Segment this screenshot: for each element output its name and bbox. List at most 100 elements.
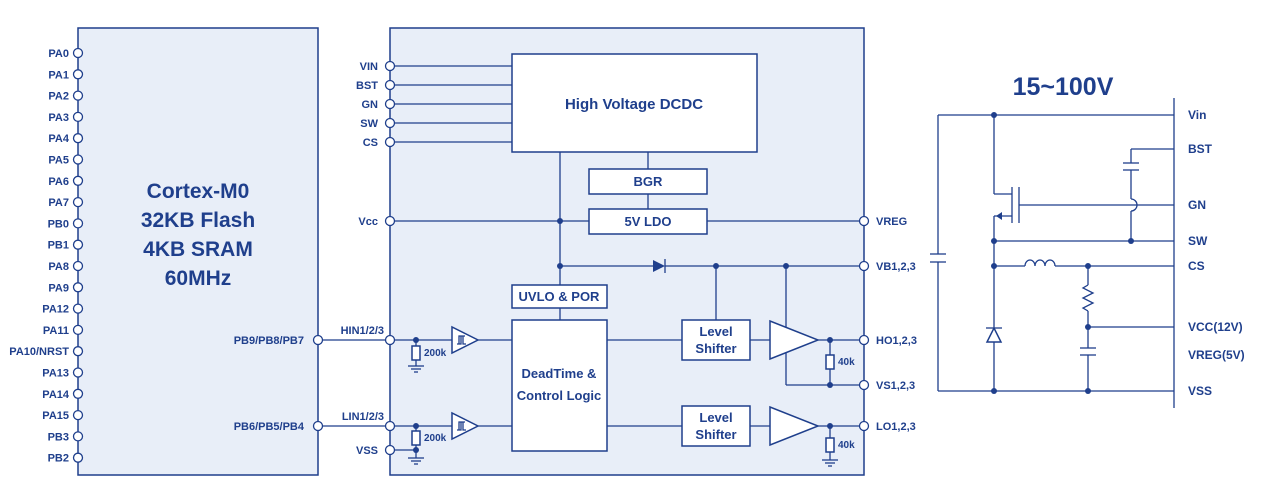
mcu-pin	[72, 239, 84, 250]
supply-label-vreg: VREG(5V)	[1188, 348, 1245, 362]
mcu-pin-label: PA1	[48, 69, 69, 81]
ldo-block	[588, 208, 708, 235]
mcu-pin-label: PA9	[48, 282, 69, 294]
bgr-label: BGR	[634, 174, 664, 189]
mcu-pin-label: PA14	[42, 389, 70, 401]
mcu-pin	[72, 218, 84, 229]
resistor-40k-high	[825, 354, 835, 370]
pin-cs-label: CS	[363, 137, 378, 149]
mcu-pin-label: PA4	[48, 133, 69, 145]
supply-label-bst: BST	[1188, 142, 1213, 156]
mcu-pin	[72, 175, 84, 186]
mcu-pin-label: PB3	[48, 431, 69, 443]
mcu-pin-label: PB0	[48, 218, 69, 230]
uvlo-label: UVLO & POR	[519, 289, 601, 304]
mcu-pin	[72, 303, 84, 314]
supply-label-vin: Vin	[1188, 108, 1206, 122]
mcu-pin-label: PA8	[48, 261, 69, 273]
pin-bst-label: BST	[356, 80, 378, 92]
mcu-pin-hin: PB9/PB8/PB7	[234, 335, 304, 347]
mcu-pin-label: PA0	[48, 48, 69, 60]
mcu-pin-label: PA3	[48, 112, 69, 124]
mcu-pin	[72, 69, 84, 80]
res-40k-low-label: 40k	[838, 440, 855, 451]
mcu-pin	[72, 367, 84, 378]
ldo-label: 5V LDO	[625, 214, 672, 229]
resistor-200k-hin	[411, 345, 421, 361]
dcdc-block	[511, 53, 758, 153]
resistor-200k-lin	[411, 430, 421, 446]
mcu-lin-pin	[312, 420, 324, 432]
mcu-pin-label: PA10/NRST	[9, 346, 69, 358]
mcu-pin-label: PA13	[42, 368, 69, 380]
schmitt-buffer-lin	[451, 411, 480, 441]
deadtime-block	[511, 319, 608, 452]
mcu-pin-label: PA15	[42, 410, 69, 422]
mcu-line-1: Cortex-M0	[147, 180, 250, 203]
pin-hin-label: HIN1/2/3	[341, 325, 384, 337]
mcu-pin	[72, 431, 84, 442]
supply-label-gn: GN	[1188, 198, 1206, 212]
mcu-pin-list: PA0PA1PA2PA3PA4PA5PA6PA7PB0PB1PA8PA9PA12…	[9, 47, 84, 465]
mcu-pin	[72, 260, 84, 272]
mcu-pin-label: PA11	[43, 325, 69, 337]
level-shifter-high	[681, 319, 751, 361]
deadtime-label-2: Control Logic	[517, 388, 602, 403]
ls-low-label-1: Level	[699, 410, 732, 425]
mcu-pin	[72, 452, 84, 463]
schmitt-buffer-hin	[451, 325, 480, 355]
deadtime-label-1: DeadTime &	[522, 366, 597, 381]
mcu-pin	[72, 47, 84, 59]
mcu-pin-label: PA6	[48, 176, 69, 188]
resistor-40k-low	[825, 437, 835, 453]
pin-vreg-label: VREG	[876, 216, 907, 228]
pin-vs-label: VS1,2,3	[876, 380, 915, 392]
mcu-pin-label: PA12	[42, 304, 69, 316]
ls-low-label-2: Shifter	[695, 427, 736, 442]
ls-high-label-2: Shifter	[695, 341, 736, 356]
level-shifter-low	[681, 405, 751, 447]
pin-ho-label: HO1,2,3	[876, 335, 917, 347]
mcu-pin	[72, 388, 84, 399]
res-40k-high-label: 40k	[838, 357, 855, 368]
mcu-pin-label: PA7	[48, 197, 69, 209]
mcu-line-4: 60MHz	[165, 267, 232, 290]
pin-vin-label: VIN	[360, 61, 378, 73]
mcu-pin	[72, 90, 84, 101]
pin-gn-label: GN	[362, 99, 379, 111]
pin-lin-label: LIN1/2/3	[342, 411, 384, 423]
mcu-pin	[72, 409, 84, 421]
mcu-pin	[72, 324, 84, 336]
mcu-pin-label: PB2	[48, 453, 69, 465]
driver-buffer-low	[769, 405, 821, 447]
res-200k-hin-label: 200k	[424, 348, 447, 359]
mcu-pin-lin: PB6/PB5/PB4	[234, 421, 305, 433]
pin-vss-label: VSS	[356, 445, 378, 457]
ls-high-label-1: Level	[699, 324, 732, 339]
supply-label-cs: CS	[1188, 259, 1205, 273]
bgr-block	[588, 168, 708, 195]
supply-label-sw: SW	[1188, 234, 1208, 248]
mcu-pin	[72, 133, 84, 144]
mcu-pin-label: PA2	[48, 91, 69, 103]
supply-title: 15~100V	[1013, 73, 1114, 101]
driver-buffer-high	[769, 319, 821, 361]
supply-label-vss: VSS	[1188, 384, 1212, 398]
mcu-pin	[72, 111, 84, 123]
supply-label-vcc: VCC(12V)	[1188, 320, 1243, 334]
mcu-line-2: 32KB Flash	[141, 209, 255, 232]
mcu-pin	[72, 346, 84, 357]
dcdc-label: High Voltage DCDC	[565, 96, 703, 113]
mcu-pin	[72, 282, 84, 293]
pin-vcc-label: Vcc	[358, 216, 378, 228]
pin-sw-label: SW	[360, 118, 378, 130]
pin-vb-label: VB1,2,3	[876, 261, 916, 273]
mcu-pin	[72, 154, 84, 165]
pin-lo-label: LO1,2,3	[876, 421, 916, 433]
mcu-pin	[72, 196, 84, 208]
mcu-pin-label: PA5	[48, 155, 69, 167]
mcu-hin-pin	[312, 334, 324, 346]
mcu-block	[77, 27, 319, 476]
res-200k-lin-label: 200k	[424, 433, 447, 444]
